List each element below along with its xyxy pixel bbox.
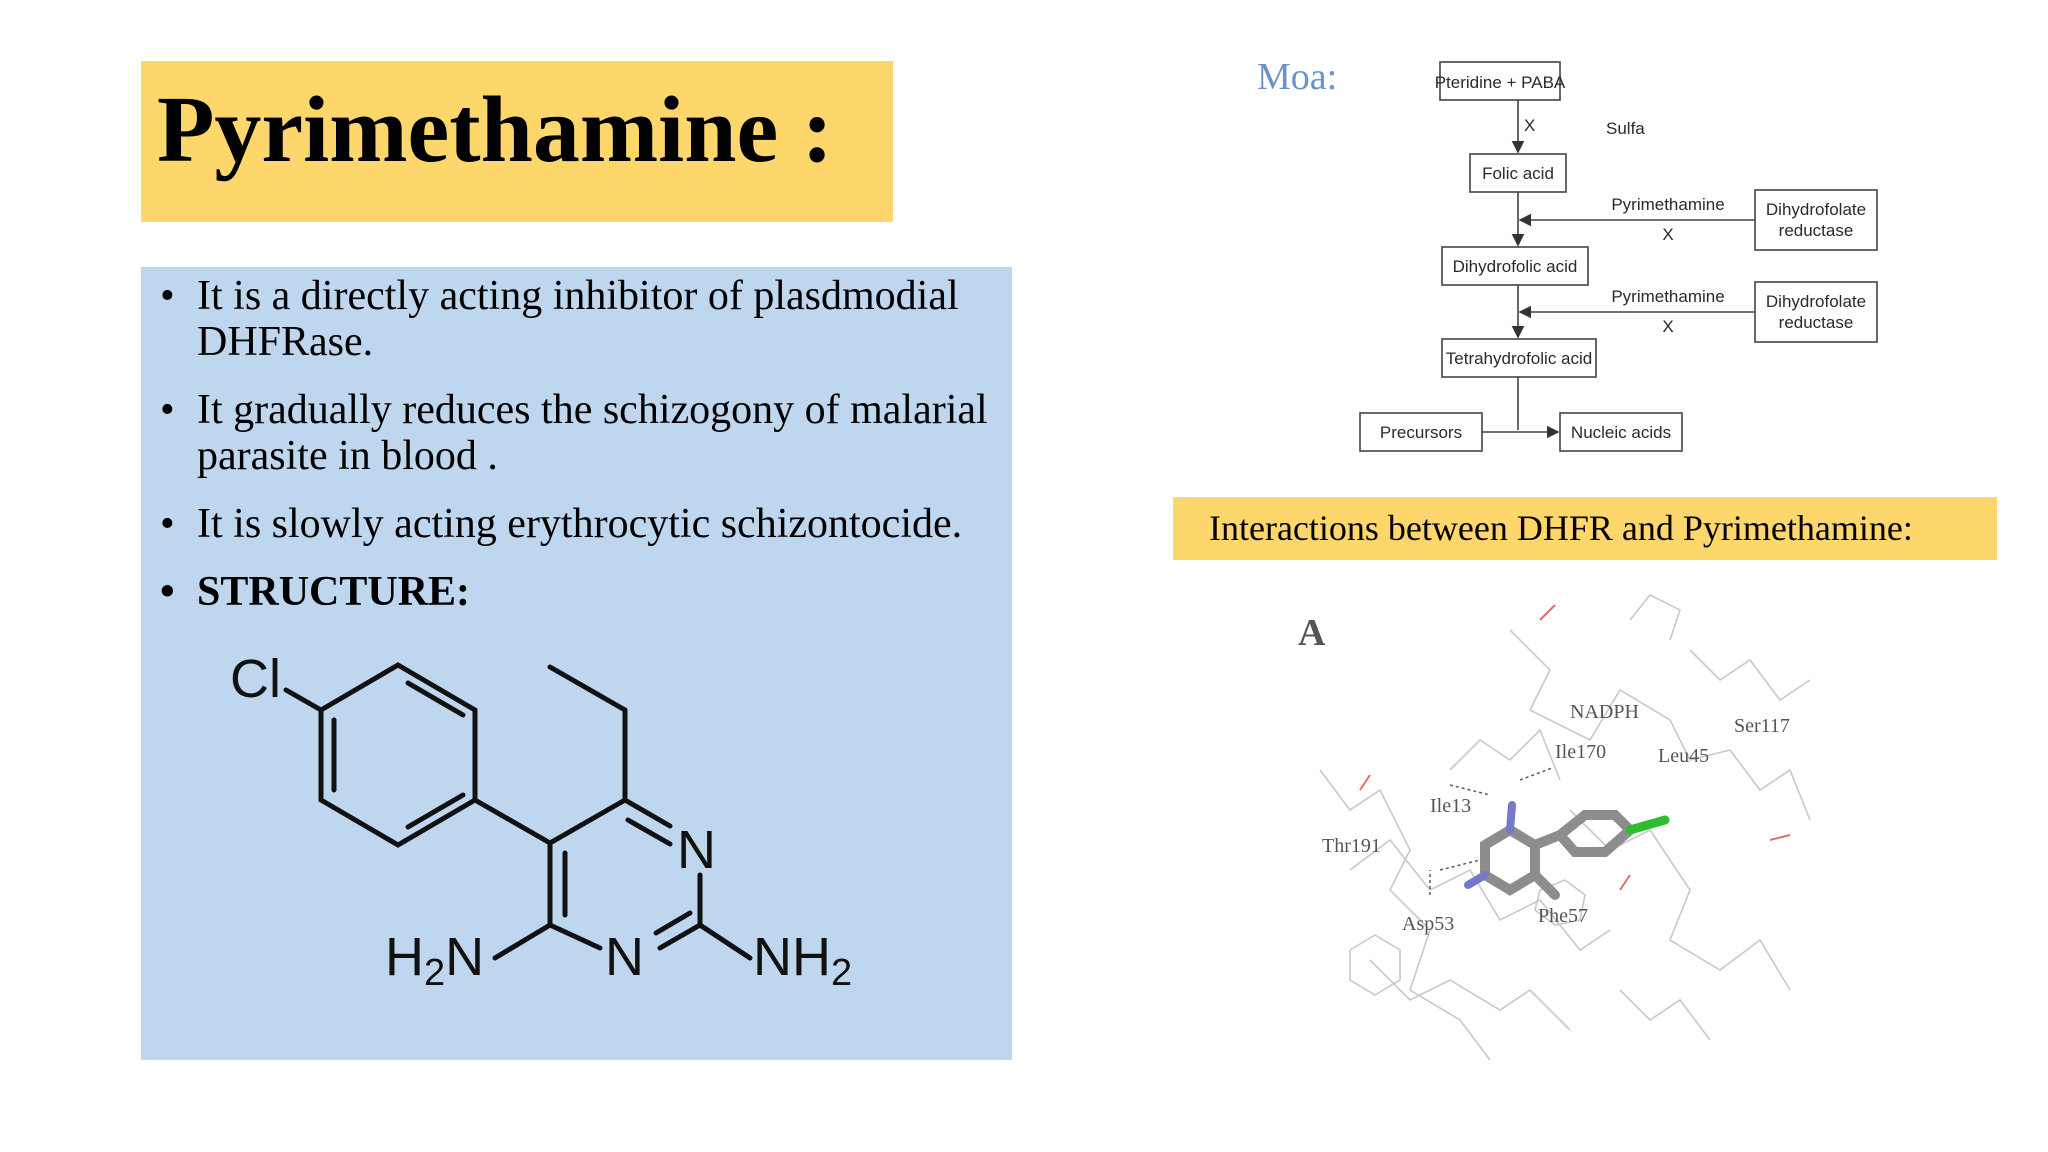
cl-label: Cl [230,649,281,709]
dhfr2-box [1754,281,1878,343]
dihydrofolic-box [1441,246,1589,286]
flow-dhfr1-a: Dihydrofolate [1766,200,1866,219]
panel-label: A [1298,612,1326,654]
moa-label: Moa: [1257,56,1338,98]
bullet-text: It is slowly acting erythrocytic schizon… [197,501,963,547]
pyrimethamine-structure: Cl N N H2N NH2 [230,649,852,994]
bullet-item: •It gradually reduces the schizogony of … [160,387,988,479]
nh2-label: NH2 [753,927,852,994]
flow-folic: Folic acid [1482,164,1554,183]
residue-label: Ser117 [1734,715,1790,737]
tetrahydrofolic-box [1441,338,1597,378]
residue-label: Phe57 [1538,905,1588,927]
flow-dhfr1-b: reductase [1779,221,1854,240]
h2n-label: H2N [385,927,484,994]
flow-dhfr2-a: Dihydrofolate [1766,292,1866,311]
flow-nucleic: Nucleic acids [1571,423,1671,442]
residue-label: Asp53 [1402,913,1454,935]
flow-x3: X [1662,317,1673,336]
n-label: N [677,820,716,880]
n-label: N [605,927,644,987]
bullet-text: It gradually reduces the schizogony of m… [197,387,988,479]
title-banner: Pyrimethamine : [141,61,893,222]
flow-x2: X [1662,225,1673,244]
bullet-item: •It is a directly acting inhibitor of pl… [160,273,959,365]
residue-label: Thr191 [1322,835,1381,857]
bullet-list: •It is a directly acting inhibitor of pl… [155,273,1005,637]
flow-dihydrofolic: Dihydrofolic acid [1453,257,1578,276]
flow-dhfr2-b: reductase [1779,313,1854,332]
residue-label: NADPH [1570,701,1639,723]
bullet-item: •It is slowly acting erythrocytic schizo… [160,501,963,547]
interactions-title: Interactions between DHFR and Pyrimetham… [1209,508,1913,548]
slide-title: Pyrimethamine : [157,78,834,182]
interactions-banner: Interactions between DHFR and Pyrimetham… [1173,497,1997,560]
dhfr-interaction-figure: A NADPH Ile170 Leu45 Ser117 Ile13 Thr191… [1298,593,1811,1061]
content-panel: •It is a directly acting inhibitor of pl… [141,267,1012,1060]
dhfr1-box [1754,189,1878,251]
bullet-item: •STRUCTURE: [160,569,471,615]
flow-pteridine: Pteridine + PABA [1435,73,1566,92]
pteridine-box [1439,61,1561,101]
flow-tetrahydrofolic: Tetrahydrofolic acid [1446,349,1592,368]
residue-label: Leu45 [1658,745,1709,767]
flow-pyr1: Pyrimethamine [1611,195,1724,214]
flow-precursors: Precursors [1380,423,1462,442]
nucleic-box [1559,412,1683,452]
residue-label: Ile170 [1555,741,1606,763]
bullet-text: It is a directly acting inhibitor of pla… [197,273,959,365]
flow-pyr2: Pyrimethamine [1611,287,1724,306]
residue-label: Ile13 [1430,795,1471,817]
bullet-text: STRUCTURE: [197,569,471,615]
flow-x1: X [1524,116,1535,135]
moa-flowchart: Pteridine + PABA X Sulfa Folic acid Pyri… [1359,61,1878,452]
flow-sulfa: Sulfa [1606,119,1645,138]
